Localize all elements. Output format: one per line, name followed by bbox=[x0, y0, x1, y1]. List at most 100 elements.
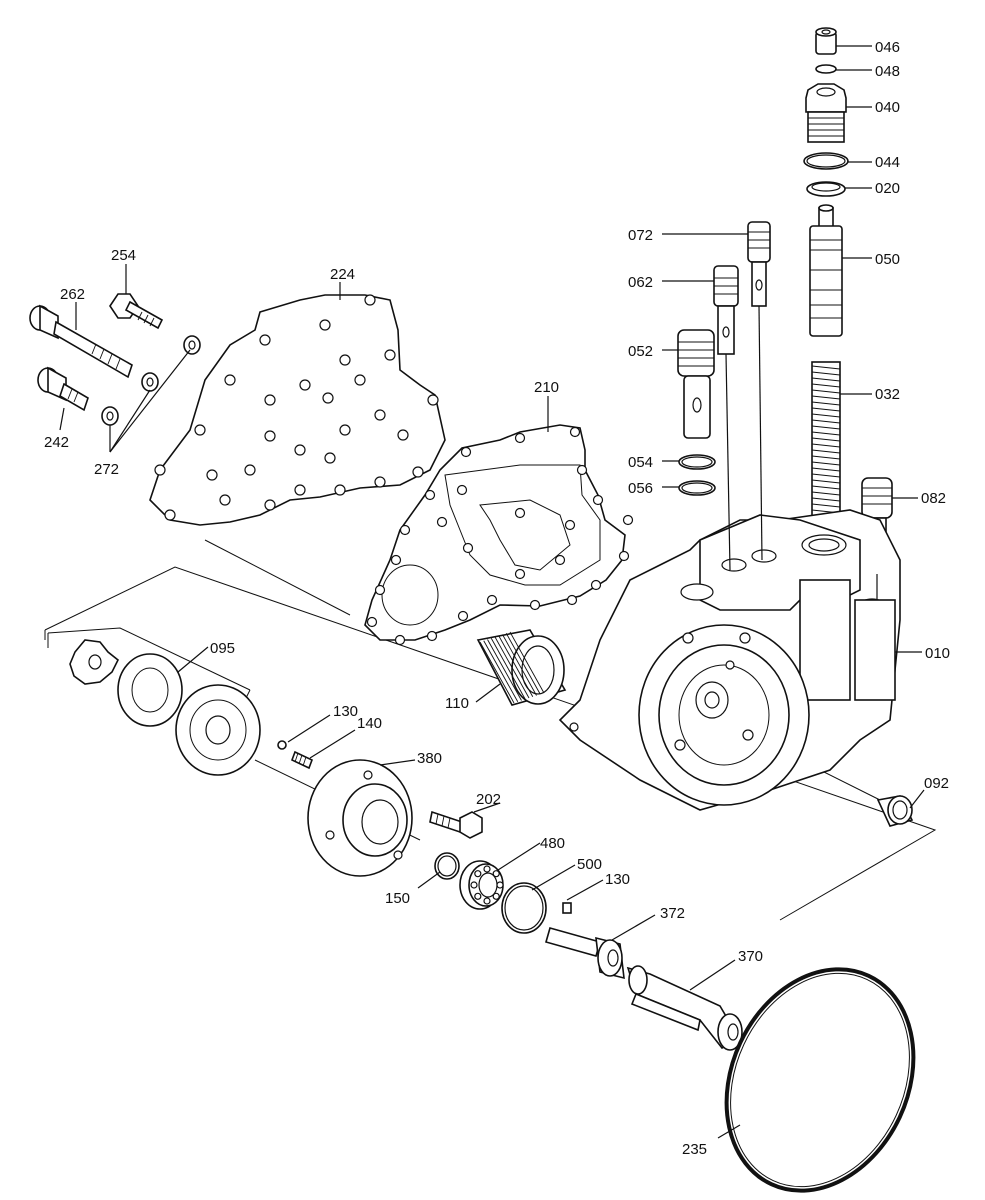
label-095: 095 bbox=[210, 640, 235, 657]
label-110: 110 bbox=[445, 695, 469, 712]
spring-coil bbox=[811, 365, 841, 370]
bolt-242 bbox=[37, 366, 89, 412]
gasket-hole bbox=[529, 599, 541, 611]
label-048: 048 bbox=[875, 63, 900, 80]
label-056: 056 bbox=[628, 480, 653, 497]
spring-032 bbox=[811, 361, 841, 533]
label-040: 040 bbox=[875, 99, 900, 116]
cover-plate-224 bbox=[149, 294, 446, 526]
bearing-ball bbox=[496, 881, 504, 889]
label-054: 054 bbox=[628, 454, 653, 471]
gasket-hole bbox=[618, 550, 630, 562]
shaft-372 bbox=[545, 927, 625, 980]
label-020: 020 bbox=[875, 180, 900, 197]
label-202: 202 bbox=[476, 791, 501, 808]
label-224: 224 bbox=[330, 266, 355, 283]
cover-hole bbox=[339, 354, 351, 366]
callout-labels: 046 048 040 044 020 072 050 062 052 032 … bbox=[44, 39, 950, 1158]
label-010: 010 bbox=[925, 645, 950, 662]
spring-coil bbox=[811, 419, 841, 424]
label-242: 242 bbox=[44, 434, 69, 451]
spring-coil bbox=[811, 371, 841, 376]
gasket-hole bbox=[590, 579, 602, 591]
gear-set-095 bbox=[69, 639, 261, 776]
filter-rib bbox=[483, 640, 519, 702]
filter-rib bbox=[502, 634, 537, 696]
cover-hole bbox=[427, 394, 439, 406]
filter-rib bbox=[509, 631, 545, 694]
gasket-hole bbox=[566, 594, 578, 606]
spring-coil bbox=[811, 413, 841, 418]
filter-rib bbox=[505, 633, 541, 695]
o-ring-054 bbox=[678, 454, 716, 470]
spring-coil bbox=[811, 407, 841, 412]
filter-110 bbox=[476, 629, 567, 706]
spring-coil bbox=[811, 395, 841, 400]
filter-rib bbox=[487, 639, 522, 701]
spring-coil bbox=[811, 425, 841, 430]
gasket-hole bbox=[460, 446, 472, 458]
label-082: 082 bbox=[921, 490, 946, 507]
spring-coil bbox=[811, 449, 841, 454]
cover-hole bbox=[294, 484, 306, 496]
cover-hole bbox=[244, 464, 256, 476]
gasket-hole bbox=[622, 514, 634, 526]
spool-050 bbox=[809, 204, 843, 337]
gasket-hole bbox=[486, 594, 498, 606]
gasket-hole bbox=[564, 519, 576, 531]
label-046: 046 bbox=[875, 39, 900, 56]
label-150: 150 bbox=[385, 890, 410, 907]
cover-hole bbox=[334, 484, 346, 496]
spring-coil bbox=[811, 443, 841, 448]
end-cover-380 bbox=[307, 759, 413, 877]
cover-hole bbox=[374, 409, 386, 421]
spring-coil bbox=[811, 455, 841, 460]
cover-hole bbox=[397, 429, 409, 441]
spring-coil bbox=[811, 377, 841, 382]
gasket-hole bbox=[390, 554, 402, 566]
spring-coil bbox=[811, 473, 841, 478]
gasket-hole bbox=[366, 616, 378, 628]
label-130-b: 130 bbox=[605, 871, 630, 888]
label-480: 480 bbox=[540, 835, 565, 852]
label-044: 044 bbox=[875, 154, 900, 171]
label-072: 072 bbox=[628, 227, 653, 244]
cap-040 bbox=[805, 83, 847, 143]
label-062: 062 bbox=[628, 274, 653, 291]
filter-rib bbox=[479, 641, 515, 704]
bushing-092 bbox=[876, 795, 914, 827]
cover-hole bbox=[374, 476, 386, 488]
valve-052 bbox=[677, 329, 715, 439]
washers-272 bbox=[101, 335, 201, 426]
label-210: 210 bbox=[534, 379, 559, 396]
cover-hole bbox=[219, 494, 231, 506]
gasket-hole bbox=[514, 432, 526, 444]
bearing-ball bbox=[474, 892, 482, 900]
gasket-hole bbox=[457, 610, 469, 622]
gasket-hole bbox=[399, 524, 411, 536]
gasket-hole bbox=[514, 507, 526, 519]
label-052: 052 bbox=[628, 343, 653, 360]
label-262: 262 bbox=[60, 286, 85, 303]
label-380: 380 bbox=[417, 750, 442, 767]
spring-coil bbox=[811, 467, 841, 472]
label-370: 370 bbox=[738, 948, 763, 965]
cover-hole bbox=[259, 334, 271, 346]
cover-hole bbox=[364, 294, 376, 306]
label-272: 272 bbox=[94, 461, 119, 478]
cover-hole bbox=[206, 469, 218, 481]
o-ring-235 bbox=[724, 967, 916, 1193]
gasket-hole bbox=[374, 584, 386, 596]
spring-coil bbox=[811, 431, 841, 436]
cover-hole bbox=[412, 466, 424, 478]
bearing-ball bbox=[492, 892, 500, 900]
ring-020 bbox=[806, 181, 846, 197]
cover-hole bbox=[154, 464, 166, 476]
valve-072 bbox=[747, 221, 771, 307]
spring-coil bbox=[811, 479, 841, 484]
bearing-ball bbox=[483, 897, 491, 905]
ball-130a bbox=[277, 740, 287, 750]
spring-140 bbox=[290, 750, 314, 770]
label-130-a: 130 bbox=[333, 703, 358, 720]
